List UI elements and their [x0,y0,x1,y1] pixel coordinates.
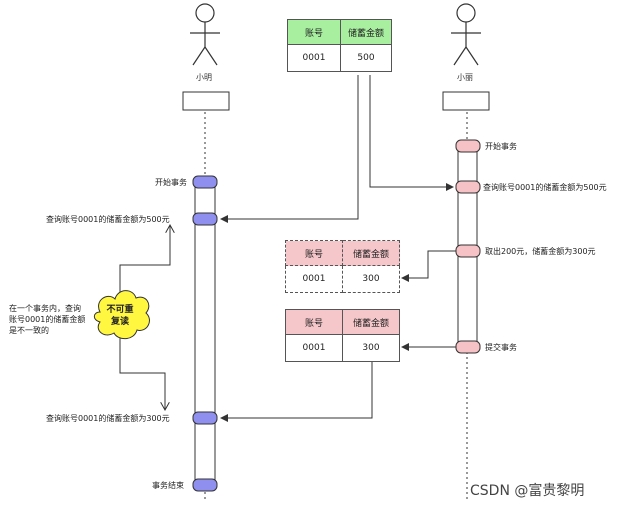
event-right-begin [455,139,481,153]
arrow-initial-to-right-query [369,75,454,191]
event-left-query1 [192,212,218,226]
event-left-query2 [192,411,218,425]
table-cell-account: 0001 [285,334,343,362]
cloud-label: 不可重 复读 [98,304,142,328]
actor-left-figure [190,3,220,66]
note-arrow-up [119,225,170,303]
note-arrow-down [119,337,165,410]
actor-right-figure [451,3,481,66]
table-header-account: 账号 [285,240,343,266]
left-end-label: 事务结束 [152,481,184,490]
cloud-line-1: 不可重 [106,305,134,315]
table-cell-account: 0001 [285,265,343,293]
cloud-line-2: 复读 [110,317,129,327]
event-right-query [455,180,481,194]
event-left-begin [192,175,218,189]
table-cell-account: 0001 [287,44,341,72]
left-query2-label: 查询账号0001的储蓄金额为300元 [46,414,170,423]
event-left-end [192,478,218,492]
activation-bar-left [194,182,216,484]
arrow-initial-to-left-query1 [220,75,359,223]
watermark: CSDN @富贵黎明 [470,483,585,499]
table-header-balance: 储蓄金额 [342,309,400,335]
table-header-account: 账号 [287,19,341,45]
right-commit-label: 提交事务 [485,343,517,352]
table-cell-balance: 500 [340,44,392,72]
right-withdraw-label: 取出200元，储蓄金额为300元 [485,247,596,256]
right-begin-label: 开始事务 [485,142,517,151]
event-right-commit [455,340,481,354]
lifeline-head-right [442,91,490,111]
lifeline-head-left [182,91,230,111]
event-right-withdraw [455,244,481,258]
note-line-2: 账号0001的储蓄金额 [9,315,86,324]
table-header-balance: 储蓄金额 [342,240,400,266]
actor-left-name: 小明 [196,73,212,82]
note-line-1: 在一个事务内，查询 [9,304,81,313]
left-begin-label: 开始事务 [155,178,187,187]
table-cell-balance: 300 [342,265,400,293]
actor-right-name: 小丽 [457,73,473,82]
arrow-withdraw-to-uncommitted [401,250,456,282]
right-query-label: 查询账号0001的储蓄金额为500元 [483,183,607,192]
table-header-account: 账号 [285,309,343,335]
note-text: 在一个事务内，查询 账号0001的储蓄金额 是不一致的 [9,303,85,336]
table-header-balance: 储蓄金额 [340,19,392,45]
note-line-3: 是不一致的 [9,326,49,335]
cloud-shape [93,290,150,340]
arrow-committed-to-left-query2 [220,360,373,422]
table-cell-balance: 300 [342,334,400,362]
left-query1-label: 查询账号0001的储蓄金额为500元 [46,215,170,224]
